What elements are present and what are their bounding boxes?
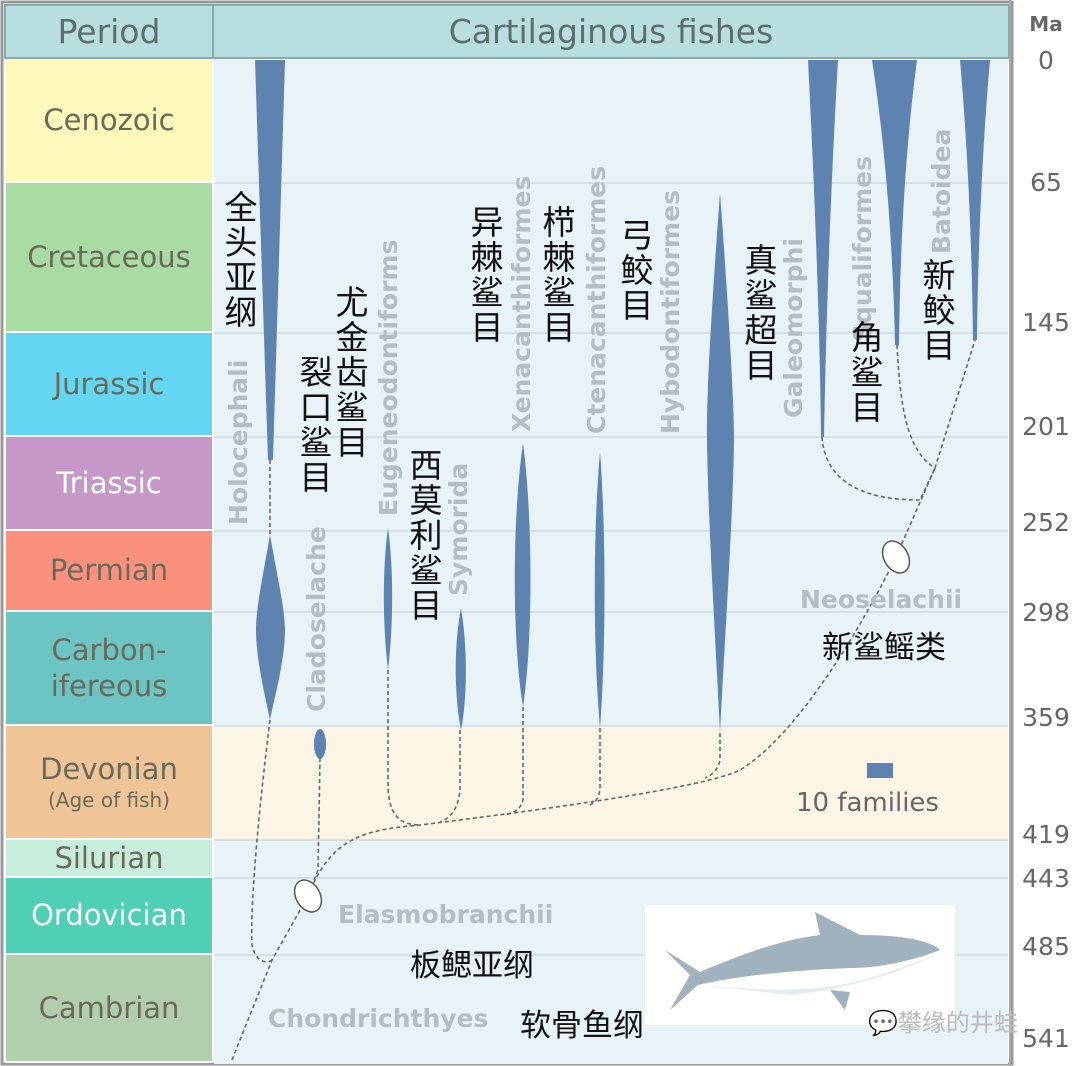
label-batoidea: Batoidea [927, 128, 956, 254]
ma-tick: 0 [1038, 46, 1054, 75]
node-neoselachii [881, 540, 911, 574]
ma-tick: 65 [1030, 168, 1062, 197]
label-galeomorphi-zh: 真鲨超目 [739, 243, 778, 383]
ma-tick: 252 [1022, 508, 1070, 537]
label-xenacanthiformes-zh: 异棘鲨目 [465, 205, 504, 345]
shark-illustration [645, 905, 955, 1025]
ma-tick: 443 [1022, 864, 1070, 893]
label-eugeneodontiforms-zh: 尤金齿鲨目 [330, 285, 369, 460]
period-cretaceous: Cretaceous [6, 183, 212, 333]
ma-tick: 419 [1022, 820, 1070, 849]
watermark: 💬攀缘的井蛙 [868, 1003, 1018, 1038]
ma-tick: 298 [1022, 598, 1070, 627]
label-symorida: Symorida [444, 462, 473, 596]
period-cambrian: Cambrian [6, 955, 212, 1063]
label-neoselachii: Neoselachii [800, 585, 963, 614]
main-background [214, 60, 1008, 1064]
label-hybodontiformes-zh: 弓鲛目 [615, 218, 654, 323]
label-xenacanthiformes: Xenacanthiformes [507, 175, 536, 432]
period-label: Cretaceous [27, 239, 191, 274]
period-header: Period [4, 4, 214, 59]
period-label: Cenozoic [43, 103, 175, 138]
period-label: Permian [49, 553, 169, 588]
chat-bubble-icon: 💬 [868, 1009, 898, 1037]
spindle-galeomorphi [808, 60, 838, 437]
period-label: Jurassic [53, 366, 165, 401]
spindle-cladoselache [314, 729, 326, 759]
spindle-xenacanthiformes [514, 443, 531, 707]
spindle-ctenacanthiformes [594, 452, 605, 728]
label-holocephali-zh: 全头亚纲 [219, 190, 258, 330]
label-neoselachii-zh: 新鲨鳐类 [822, 630, 946, 666]
label-chondrichthyes-zh: 软骨鱼纲 [520, 1008, 644, 1044]
spindle-batoidea [960, 60, 990, 340]
spindles [255, 60, 990, 778]
label-chondrichthyes: Chondrichthyes [268, 1004, 489, 1033]
ma-tick: 485 [1022, 932, 1070, 961]
node-elasmobranchii [293, 879, 323, 913]
spindle-hybodontiformes [706, 193, 734, 733]
label-elasmobranchii-zh: 板鳃亚纲 [410, 948, 534, 984]
label-ctenacanthiformes: Ctenacanthiformes [582, 166, 611, 434]
watermark-text: 攀缘的井蛙 [897, 1009, 1018, 1037]
spindle-holocephali-upper [255, 60, 285, 460]
ma-tick: 359 [1022, 703, 1070, 732]
label-squaliformes: Squaliformes [848, 156, 877, 342]
ma-tick: 145 [1022, 308, 1070, 337]
period-label: Triassic [56, 465, 162, 500]
label-batoidea-zh: 新鲛目 [917, 258, 956, 363]
ma-tick: 541 [1022, 1024, 1070, 1053]
label-squaliformes-zh: 角鲨目 [845, 320, 884, 425]
diagram-title: Cartilaginous fishes [212, 4, 1010, 59]
period-label: Devonian [40, 752, 178, 787]
period-triassic: Triassic [6, 437, 212, 531]
label-symorida-zh: 西莫利鲨目 [404, 448, 443, 623]
period-label: Carbon- [51, 632, 167, 667]
label-elasmobranchii: Elasmobranchii [338, 900, 554, 929]
legend-label: 10 families [796, 788, 939, 818]
period-silurian: Silurian [6, 840, 212, 878]
label-galeomorphi: Galeomorphi [779, 238, 808, 418]
period-sublabel: (Age of fish) [48, 787, 170, 812]
ma-tick: 201 [1022, 412, 1070, 441]
period-jurassic: Jurassic [6, 333, 212, 437]
spindle-holocephali-lower [256, 535, 285, 720]
label-ctenacanthiformes-zh: 栉棘鲨目 [537, 205, 576, 345]
period-permian: Permian [6, 531, 212, 612]
label-cladoselache: Cladoselache [302, 526, 331, 712]
period-label-2: ifereous [50, 669, 168, 703]
period-carboniferous: Carbon-ifereous [6, 612, 212, 726]
period-label: Ordovician [31, 898, 187, 933]
label-eugeneodontiforms: Eugeneodontiforms [374, 239, 403, 516]
label-hybodontiformes: Hybodontiformes [656, 190, 685, 434]
ma-header: Ma [1029, 12, 1063, 36]
period-label: Silurian [54, 840, 164, 875]
period-cenozoic: Cenozoic [6, 60, 212, 183]
period-ordovician: Ordovician [6, 878, 212, 955]
spindle-eugeneodontiforms [383, 528, 393, 670]
legend-swatch [867, 763, 893, 778]
phylogeny-lines [231, 339, 976, 1061]
devonian-band [214, 727, 1008, 840]
label-cladoselache-zh: 裂口鲨目 [294, 355, 333, 495]
label-holocephali: Holocephali [224, 359, 253, 525]
period-label: Cambrian [38, 990, 180, 1025]
spindle-symorida [455, 608, 466, 730]
spindle-squaliformes [872, 60, 917, 345]
period-devonian: Devonian(Age of fish) [6, 726, 212, 840]
